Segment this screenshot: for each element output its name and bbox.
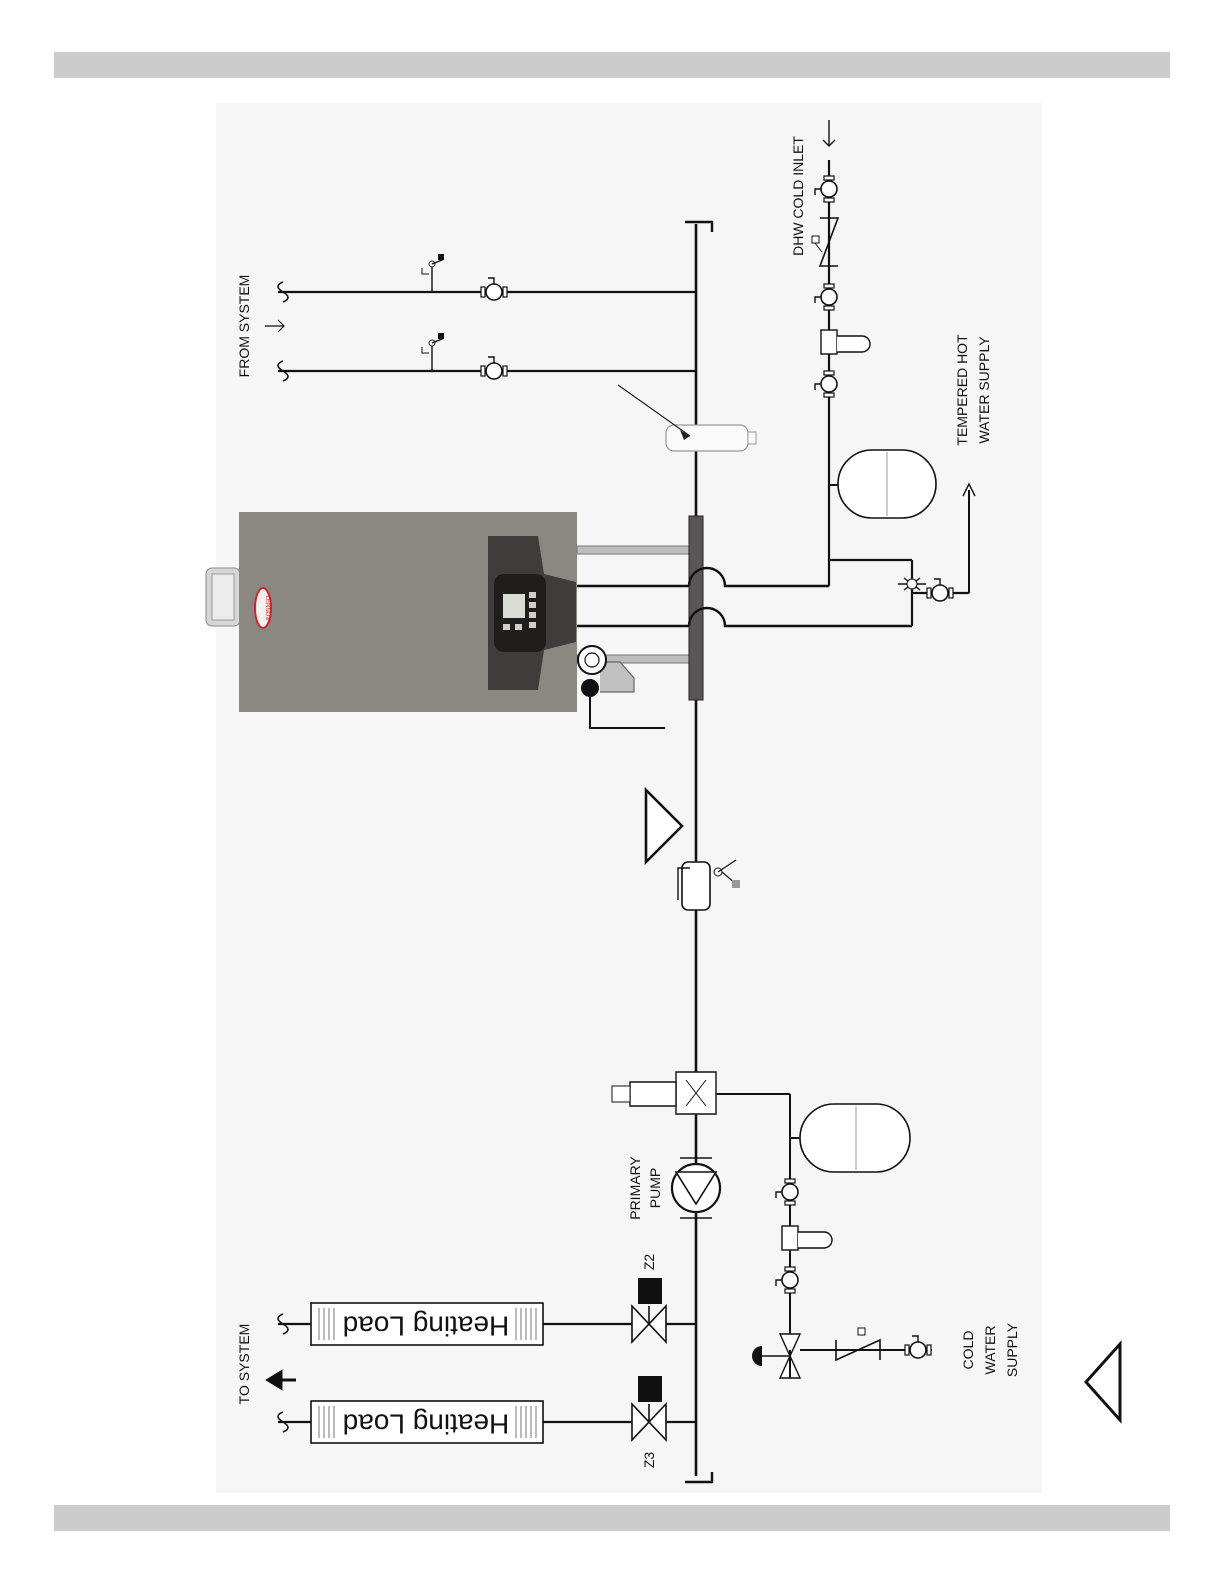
pipe-end-cap-top: [685, 222, 712, 232]
air-vent-assembly: [646, 790, 740, 910]
pressure-gauge-icon: [578, 646, 606, 674]
from-system-branches: FROM SYSTEM: [236, 254, 696, 381]
leader-line: [618, 385, 690, 436]
heating-load-1: Heating Load: [311, 1303, 543, 1345]
pipe-end-cap-bottom: [685, 1472, 712, 1482]
heating-load-2: Heating Load: [311, 1401, 543, 1443]
primary-pump-label-2: PUMP: [647, 1168, 663, 1208]
boiler: LENNOX: [206, 512, 912, 728]
ball-valve-icon: [480, 278, 508, 300]
zone-valve-icon: [632, 1376, 666, 1440]
flow-arrow-icon: [268, 1372, 296, 1388]
dhw-piping: DHW COLD INLET TEMPERED HOT WATER SUPPLY: [790, 120, 992, 626]
ball-valve-icon: [776, 1178, 798, 1206]
ball-valve-icon: [904, 1336, 932, 1358]
backflow-preventer-icon: [836, 1328, 880, 1360]
cold-water-fill: COLD WATER SUPPLY: [752, 1178, 1020, 1378]
zone-valve-icon: [632, 1278, 666, 1342]
from-system-label: FROM SYSTEM: [236, 275, 252, 378]
ball-valve-icon: [815, 283, 837, 311]
to-system-label: TO SYSTEM: [236, 1324, 252, 1405]
primary-pump-icon: [672, 1158, 720, 1218]
warning-triangle-icon: [646, 790, 682, 862]
heating-load-label: Heating Load: [343, 1409, 510, 1440]
zone-z3-label: Z3: [641, 1452, 657, 1469]
heating-load-label: Heating Load: [343, 1311, 510, 1342]
primary-loop: [685, 222, 712, 1482]
ball-valve-icon: [776, 1266, 798, 1294]
brand-logo-text: LENNOX: [264, 596, 270, 621]
relief-valve-icon: [581, 679, 599, 697]
tempered-hot-label-1: TEMPERED HOT: [954, 334, 970, 446]
primary-pump-label-1: PRIMARY: [627, 1156, 643, 1220]
ball-valve-icon: [815, 175, 837, 203]
cold-water-label-1: COLD: [960, 1331, 976, 1370]
tempered-hot-label-2: WATER SUPPLY: [976, 336, 992, 444]
flow-arrow-icon: [823, 120, 835, 146]
zone-branches: Heating Load Heating Load Z2 Z3 TO SYSTE…: [236, 1254, 696, 1469]
system-sensor: [618, 385, 756, 451]
backflow-preventer-icon: [812, 218, 838, 266]
ball-valve-icon: [926, 579, 954, 601]
ball-valve-icon: [815, 370, 837, 398]
purge-valve-icon: [422, 333, 444, 371]
purge-valve-icon: [422, 254, 444, 292]
cold-water-label-2: WATER: [982, 1326, 998, 1375]
dhw-cold-inlet-label: DHW COLD INLET: [790, 136, 806, 256]
strainer-icon: [821, 330, 870, 354]
flow-arrow-icon: [265, 320, 284, 332]
mixing-valve-icon: [898, 578, 926, 590]
zone-z2-label: Z2: [641, 1254, 657, 1271]
warning-triangle-icon: [1086, 1344, 1120, 1420]
pressure-reducing-valve-icon: [752, 1334, 800, 1378]
expansion-tank-icon: [800, 1104, 910, 1172]
cold-water-label-3: SUPPLY: [1004, 1322, 1020, 1377]
ball-valve-icon: [480, 357, 508, 379]
strainer-icon: [782, 1226, 832, 1250]
